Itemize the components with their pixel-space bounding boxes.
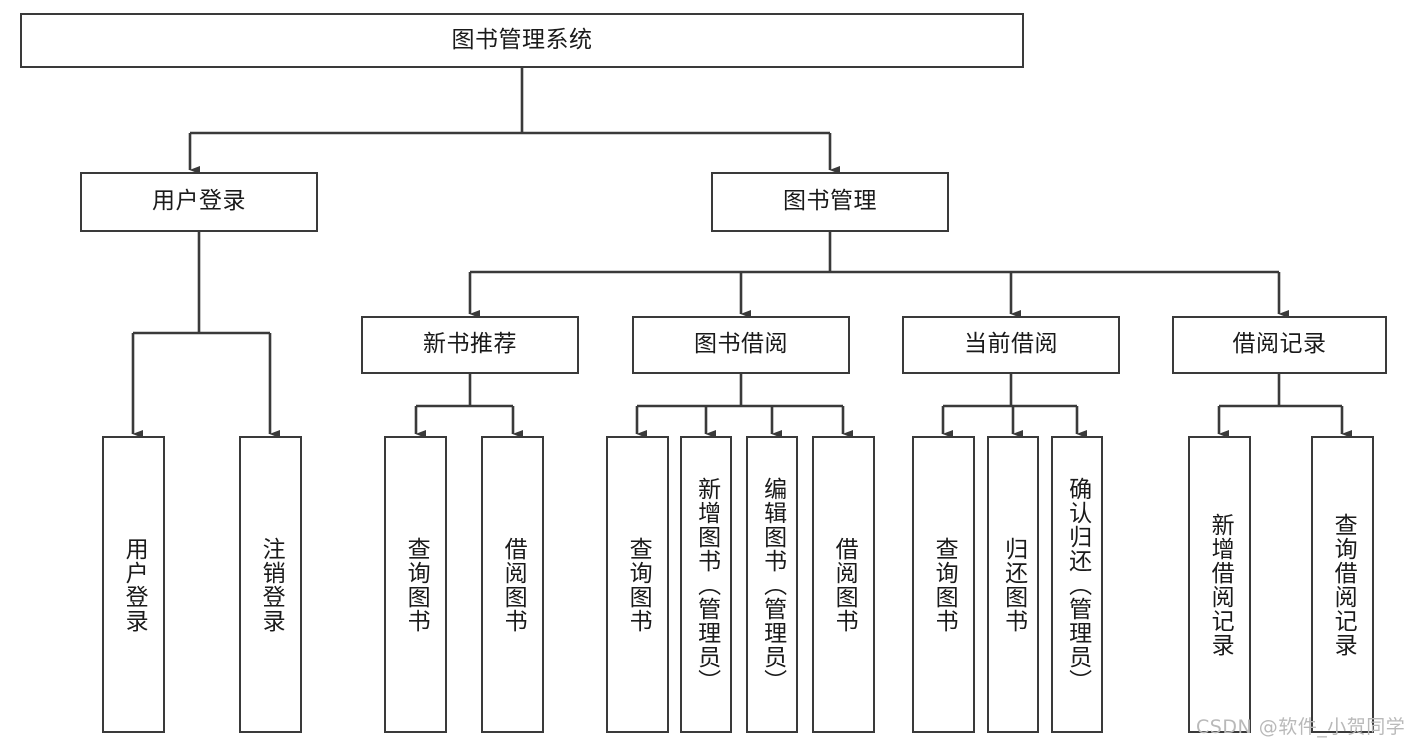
leaf-return-book[interactable]: 归还图书	[987, 436, 1039, 733]
leaf-edit-book-admin[interactable]: 编辑图书（管理员）	[746, 436, 798, 733]
leaf-borrow-book[interactable]: 借阅图书	[812, 436, 875, 733]
leaf-add-borrow-record[interactable]: 新增借阅记录	[1188, 436, 1251, 733]
node-label: 图书管理系统	[451, 26, 593, 53]
node-label: 归还图书	[1000, 536, 1027, 633]
node-new-book-recommend[interactable]: 新书推荐	[361, 316, 579, 374]
node-label: 查询图书	[931, 536, 958, 633]
leaf-confirm-return-admin[interactable]: 确认归还（管理员）	[1051, 436, 1103, 733]
node-label: 查询借阅记录	[1330, 512, 1357, 657]
node-label: 查询图书	[625, 536, 652, 633]
node-label: 用户登录	[152, 188, 246, 215]
node-root-system[interactable]: 图书管理系统	[20, 13, 1024, 68]
node-label: 图书管理	[783, 188, 877, 215]
node-label: 用户登录	[121, 536, 148, 633]
node-label: 编辑图书（管理员）	[759, 476, 786, 693]
node-label: 借阅记录	[1232, 331, 1327, 358]
leaf-logout[interactable]: 注销登录	[239, 436, 302, 733]
node-label: 新增借阅记录	[1207, 512, 1234, 657]
node-label: 注销登录	[258, 536, 285, 633]
node-current-borrow[interactable]: 当前借阅	[902, 316, 1120, 374]
leaf-borrow-book-recommend[interactable]: 借阅图书	[481, 436, 544, 733]
leaf-query-book-borrow[interactable]: 查询图书	[606, 436, 669, 733]
node-label: 当前借阅	[964, 331, 1058, 358]
leaf-query-book-recommend[interactable]: 查询图书	[384, 436, 447, 733]
node-book-borrow[interactable]: 图书借阅	[632, 316, 850, 374]
leaf-query-book-current[interactable]: 查询图书	[912, 436, 975, 733]
leaf-query-borrow-record[interactable]: 查询借阅记录	[1311, 436, 1374, 733]
node-label: 确认归还（管理员）	[1064, 476, 1091, 693]
node-label: 新书推荐	[423, 331, 517, 358]
node-label: 图书借阅	[694, 331, 788, 358]
node-user-login[interactable]: 用户登录	[80, 172, 318, 232]
leaf-user-login[interactable]: 用户登录	[102, 436, 165, 733]
node-borrow-record[interactable]: 借阅记录	[1172, 316, 1387, 374]
node-label: 新增图书（管理员）	[693, 476, 720, 693]
watermark-csdn: CSDN @软件_小贺同学	[1196, 716, 1405, 738]
leaf-add-book-admin[interactable]: 新增图书（管理员）	[680, 436, 732, 733]
node-label: 查询图书	[403, 536, 430, 633]
node-label: 借阅图书	[500, 536, 527, 633]
node-label: 借阅图书	[831, 536, 858, 633]
node-book-management[interactable]: 图书管理	[711, 172, 949, 232]
